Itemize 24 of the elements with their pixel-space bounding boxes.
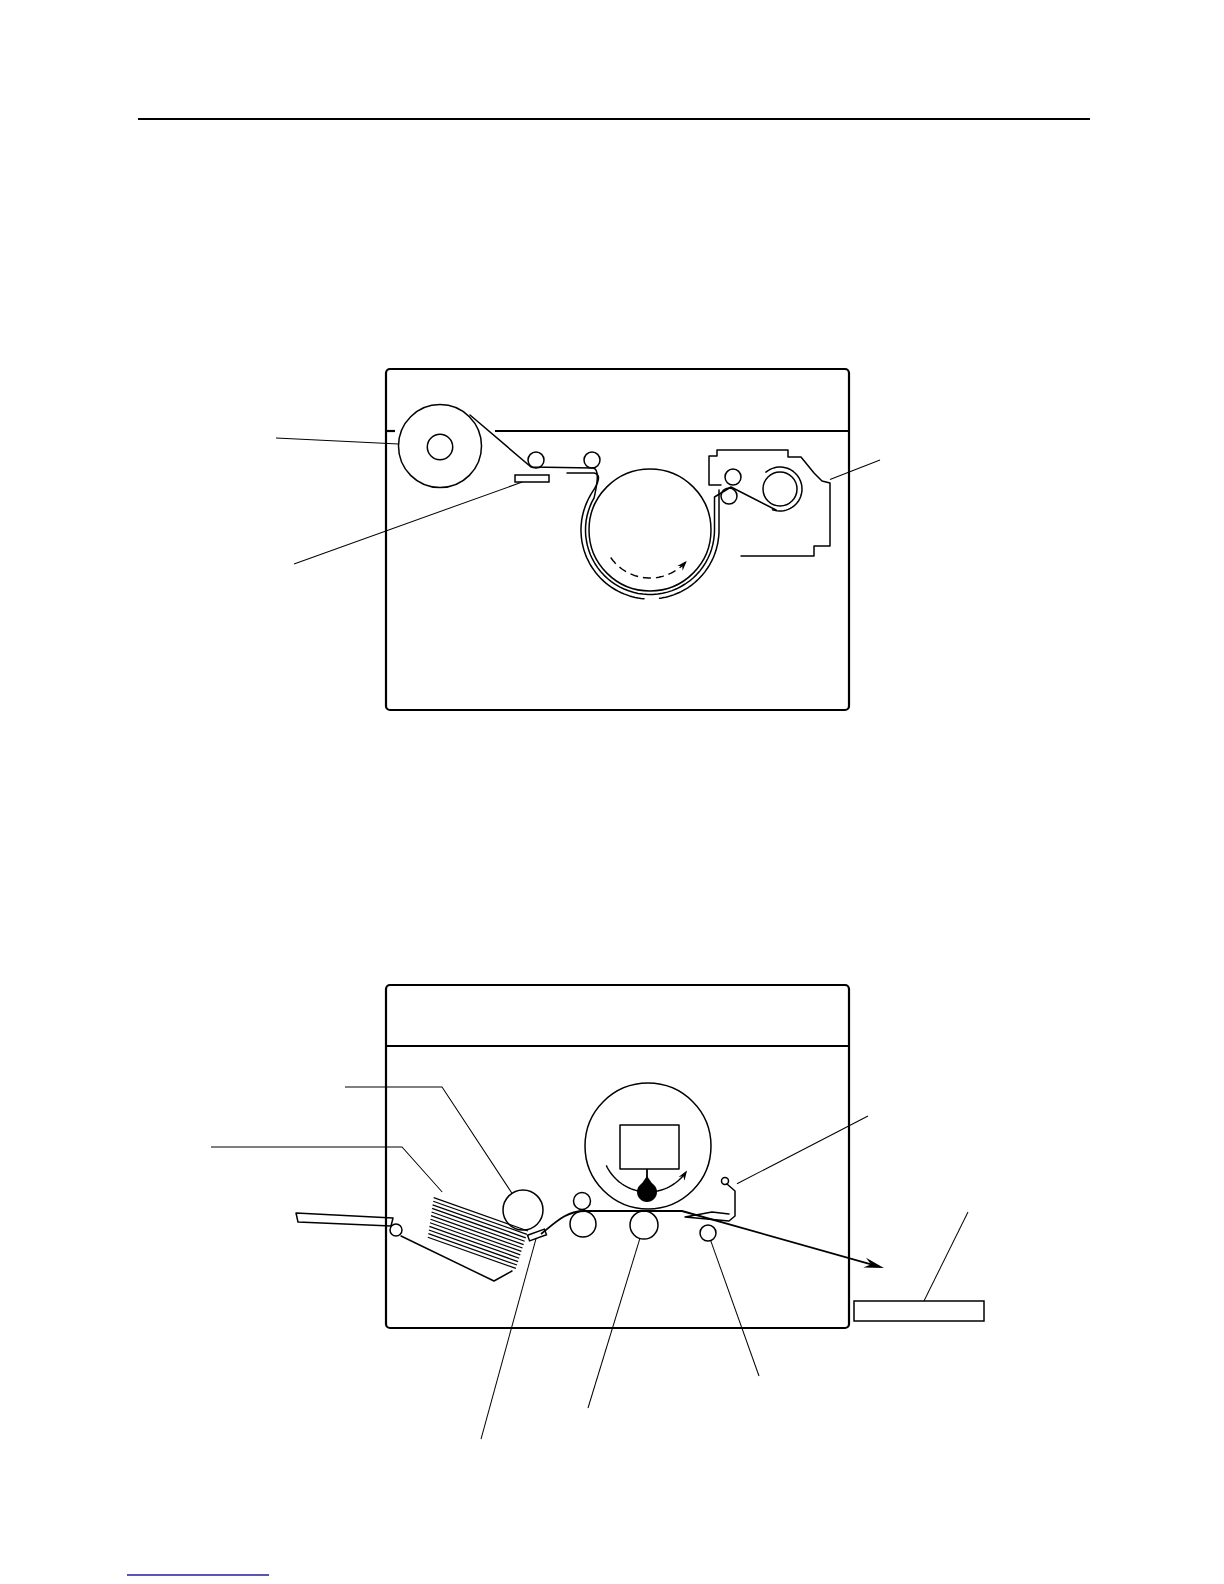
roller <box>569 1210 597 1238</box>
leader-line <box>923 1211 969 1302</box>
leader-line <box>587 1237 641 1409</box>
separation-pad <box>526 1228 548 1242</box>
roller <box>527 451 545 469</box>
sensor-lever <box>684 1176 736 1222</box>
roller <box>583 451 601 469</box>
pickup-roller <box>502 1189 544 1231</box>
leader-line <box>480 1238 537 1440</box>
plate <box>514 474 550 483</box>
leader-line <box>275 437 400 445</box>
platen-roller <box>629 1210 659 1240</box>
leader-line <box>293 481 523 565</box>
leader-line <box>344 1086 513 1194</box>
leader-line <box>736 1115 869 1185</box>
leader-line <box>710 1240 760 1377</box>
leader-line <box>829 459 881 480</box>
paper-roll <box>397 403 483 489</box>
cartridge-drawing <box>708 449 831 557</box>
roller <box>699 1224 717 1242</box>
roller <box>572 1191 592 1211</box>
paper-stack <box>427 1197 529 1269</box>
leader-line <box>210 1146 443 1193</box>
output-tray <box>853 1300 985 1322</box>
